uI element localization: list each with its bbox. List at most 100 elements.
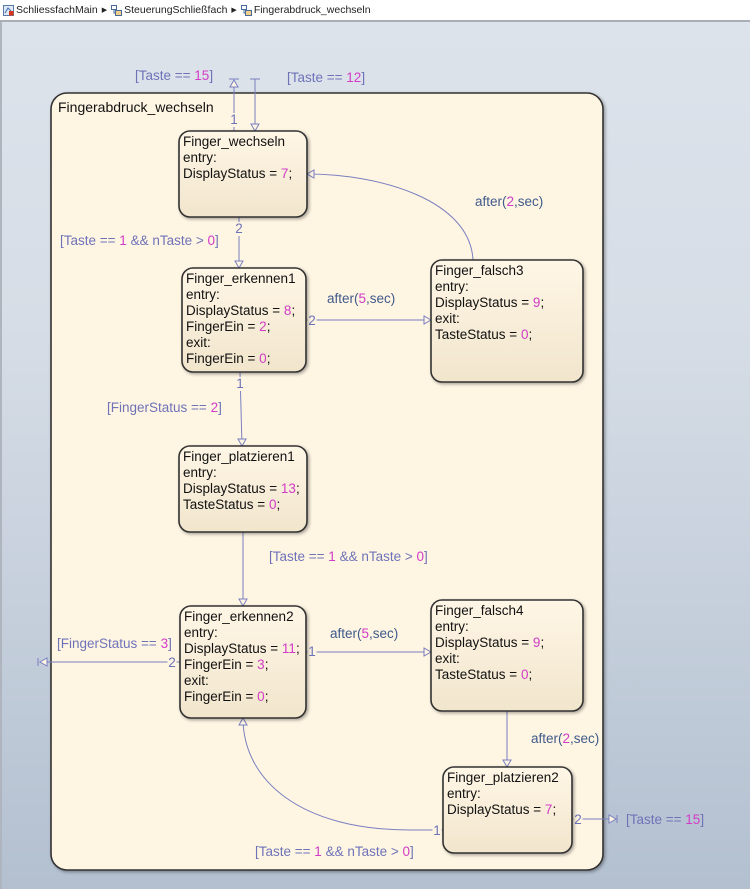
action-text: ; [528, 327, 532, 342]
numeric-literal: 1 [328, 549, 336, 564]
transition-wechseln-to-erkennen1[interactable]: 2 [234, 217, 244, 270]
state-action-line: DisplayStatus = 8; [186, 303, 295, 318]
state-action-line: TasteStatus = 0; [435, 667, 532, 682]
action-text: entry: [186, 287, 220, 302]
breadcrumb-label: Fingerabdruck_wechseln [253, 4, 371, 16]
order-bg [229, 113, 239, 127]
breadcrumb-item-fingerabdruck[interactable]: Fingerabdruck_wechseln [240, 4, 371, 16]
transition-erkennen2-to-falsch4[interactable]: 1 [306, 644, 433, 659]
transition-erkennen2-exit-fingerstatus3[interactable]: 2 [37, 655, 180, 670]
transition-label[interactable]: [FingerStatus == 2] [107, 400, 222, 415]
arrowhead-icon [237, 438, 247, 448]
action-text: ; [540, 295, 544, 310]
transition-label[interactable]: [Taste == 15] [135, 68, 213, 83]
arrowhead-icon [229, 78, 239, 88]
label-text: ,sec) [514, 194, 543, 209]
transition-label[interactable]: [FingerStatus == 3] [57, 636, 172, 651]
transition-erkennen1-to-platzieren1[interactable]: 1 [235, 371, 247, 448]
transition-label[interactable]: [Taste == 12] [287, 70, 365, 85]
transition-platzieren2-exit-taste15[interactable]: 2 [572, 812, 618, 827]
numeric-literal: 0 [257, 689, 265, 704]
state-action-line: exit: [186, 335, 211, 350]
state-name: Finger_falsch4 [435, 603, 524, 618]
action-text: exit: [435, 651, 460, 666]
action-text: ; [296, 481, 300, 496]
canvas-border [0, 22, 2, 889]
transition-label[interactable]: after(2,sec) [475, 194, 543, 209]
execution-order: 1 [236, 376, 244, 391]
action-text: ; [276, 497, 280, 512]
transition-platzieren2-to-erkennen2[interactable]: 1 [238, 716, 443, 838]
state-action-line: entry: [447, 786, 481, 801]
action-text: TasteStatus = [435, 667, 521, 682]
transition-platzieren1-to-erkennen2[interactable] [238, 532, 248, 608]
label-text: ] [410, 844, 414, 859]
numeric-literal: 0 [207, 233, 215, 248]
transition-label[interactable]: [Taste == 1 && nTaste > 0] [269, 549, 428, 564]
arrowhead-icon [423, 647, 433, 657]
arrowhead-icon [305, 169, 315, 179]
action-text: exit: [184, 673, 209, 688]
action-text: TasteStatus = [183, 497, 269, 512]
state-box [181, 267, 307, 373]
transition-label[interactable]: [Taste == 1 && nTaste > 0] [60, 233, 219, 248]
action-text: ; [540, 635, 544, 650]
transition-falsch4-to-platzieren2[interactable] [502, 711, 512, 769]
action-text: DisplayStatus = [186, 303, 284, 318]
state-box [179, 605, 307, 719]
transition-falsch3-to-wechseln[interactable] [305, 169, 474, 261]
transition-label[interactable]: after(5,sec) [330, 626, 398, 641]
state-action-line: entry: [183, 465, 217, 480]
action-text: entry: [435, 279, 469, 294]
state-box [178, 130, 308, 218]
action-text: DisplayStatus = [435, 635, 533, 650]
transition-label[interactable]: [Taste == 15] [626, 812, 704, 827]
transition-label[interactable]: after(5,sec) [327, 291, 395, 306]
transition-line[interactable] [242, 717, 443, 831]
action-text: exit: [435, 311, 460, 326]
transition-label[interactable]: after(2,sec) [531, 731, 599, 746]
action-text: ; [288, 166, 292, 181]
order-bg [235, 377, 245, 391]
numeric-literal: 9 [533, 635, 541, 650]
arrowhead-icon [238, 598, 248, 608]
order-bg [432, 824, 442, 838]
arrowhead-icon [608, 814, 618, 824]
action-text: ; [296, 641, 300, 656]
transition-label[interactable]: [Taste == 1 && nTaste > 0] [255, 844, 414, 859]
state-action-line: exit: [435, 651, 460, 666]
order-bg [167, 656, 177, 670]
breadcrumb-item-steuerung[interactable]: SteuerungSchließfach [111, 4, 227, 16]
state-action-line: FingerEin = 2; [186, 319, 270, 334]
action-text: DisplayStatus = [184, 641, 282, 656]
state-action-line: FingerEin = 3; [184, 657, 268, 672]
chevron-right-icon: ▶ [231, 7, 237, 14]
transition-exit-taste15-top[interactable]: 1 [229, 78, 239, 131]
action-text: DisplayStatus = [183, 166, 281, 181]
label-text: ] [209, 68, 213, 83]
action-text: DisplayStatus = [447, 802, 545, 817]
transition-erkennen1-to-falsch3[interactable]: 2 [306, 313, 433, 328]
numeric-literal: 12 [346, 70, 361, 85]
breadcrumb-item-schliessfachmain[interactable]: SchliessfachMain [3, 4, 98, 16]
label-text: [Taste == [60, 233, 119, 248]
state-name: Finger_falsch3 [435, 263, 524, 278]
state-name: Finger_platzieren2 [447, 770, 559, 785]
execution-order: 2 [308, 313, 316, 328]
superstate-fingerabdruck-wechseln[interactable]: Fingerabdruck_wechseln [50, 92, 604, 871]
transition-line[interactable] [306, 173, 474, 261]
action-text: entry: [435, 619, 469, 634]
state-action-line: entry: [186, 287, 220, 302]
state-action-line: entry: [435, 619, 469, 634]
action-text: FingerEin = [184, 689, 257, 704]
transition-entry-taste12[interactable] [250, 78, 260, 133]
